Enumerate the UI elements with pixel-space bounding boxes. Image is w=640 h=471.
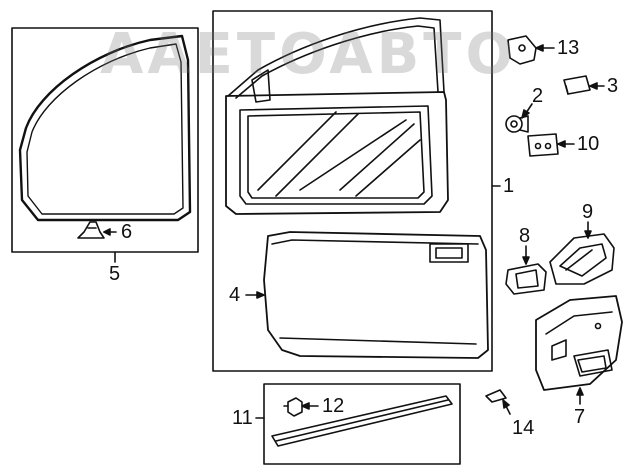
door-shell-box (212, 10, 493, 372)
door-molding (271, 395, 453, 447)
watermark: AAETOABTO (100, 22, 518, 87)
callout-5: 5 (109, 263, 121, 285)
callout-1: 1 (503, 175, 515, 197)
door-frame (225, 17, 449, 215)
callout-11: 11 (232, 407, 253, 429)
callout-8: 8 (519, 225, 531, 247)
pad-3 (563, 75, 591, 95)
callout-2: 2 (532, 85, 544, 107)
callout-13: 13 (557, 37, 580, 59)
clip-12 (283, 397, 303, 417)
clip-14 (485, 389, 507, 403)
inner-handle-8 (505, 263, 547, 295)
callout-14: 14 (512, 417, 535, 439)
callout-9: 9 (582, 201, 594, 223)
door-weatherstrip (18, 34, 192, 222)
callout-7: 7 (574, 406, 586, 428)
plate-10 (527, 133, 559, 157)
callout-12: 12 (322, 395, 345, 417)
clip-6 (77, 221, 105, 239)
callout-4: 4 (229, 284, 241, 306)
outer-door-panel (263, 231, 489, 359)
callout-6: 6 (121, 221, 133, 243)
weatherstrip-group-box (11, 27, 199, 253)
molding-group-box (263, 383, 461, 465)
inner-trim-panel-7 (535, 295, 623, 391)
bracket-13 (507, 35, 537, 65)
bolt-2 (505, 115, 529, 133)
callout-3: 3 (607, 75, 619, 97)
callout-10: 10 (577, 133, 600, 155)
handle-bezel-9 (549, 233, 615, 285)
